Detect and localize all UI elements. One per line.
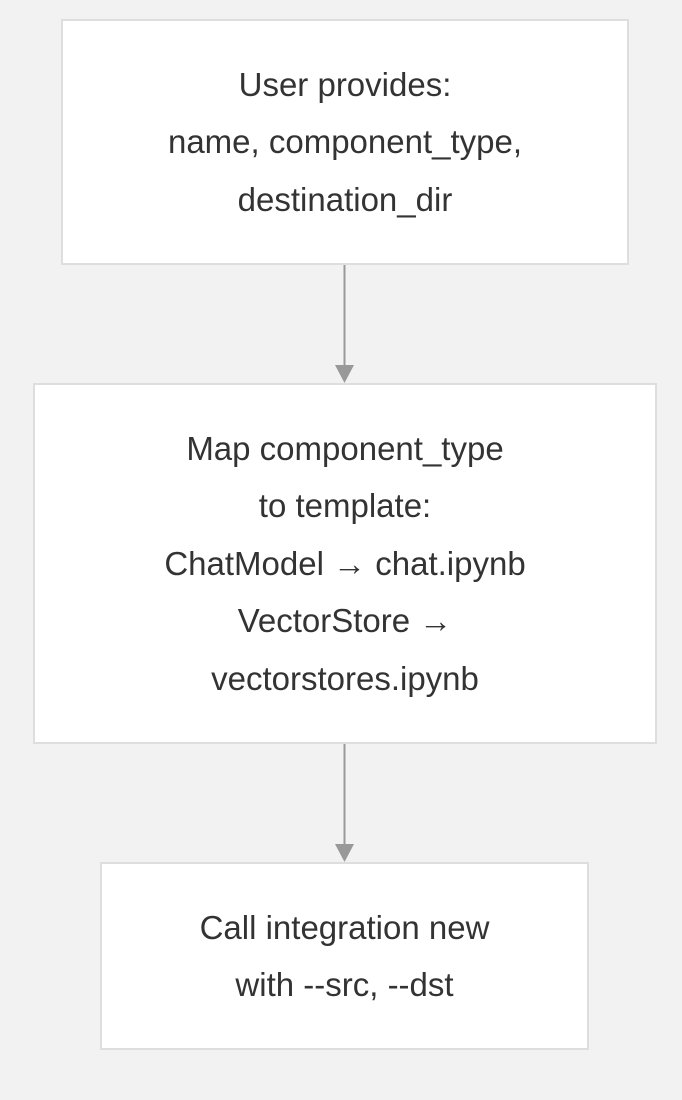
edge-user-provides-to-map-component-type xyxy=(335,265,354,383)
arrowhead-icon xyxy=(335,365,354,383)
node-text-line: to template: xyxy=(258,487,432,525)
edge-map-component-type-to-call-integration-new xyxy=(335,744,354,862)
node-text-line: name, component_type, xyxy=(167,123,523,161)
node-call-integration-new: Call integration new with --src, --dst xyxy=(100,862,589,1050)
node-text-line: destination_dir xyxy=(237,180,453,218)
node-map-component-type: Map component_type to template: ChatMode… xyxy=(33,383,657,744)
node-text-line: Call integration new xyxy=(199,908,490,946)
node-text-line: User provides: xyxy=(238,65,452,103)
node-text-line: Map component_type xyxy=(186,429,504,467)
node-text-line: ChatModel → chat.ipynb xyxy=(164,544,526,582)
node-user-provides: User provides: name, component_type, des… xyxy=(61,19,629,265)
node-text-line: with --src, --dst xyxy=(235,966,454,1003)
arrowhead-icon xyxy=(335,844,354,862)
node-text-line: VectorStore → xyxy=(237,602,453,640)
node-text-line: vectorstores.ipynb xyxy=(211,659,479,697)
